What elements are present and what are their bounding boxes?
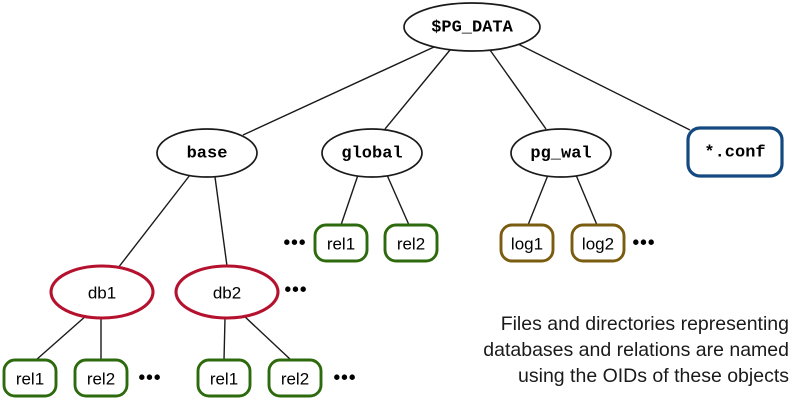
ellipsis-databases: ••• (285, 280, 308, 301)
node-root[interactable]: $PG_DATA (403, 2, 541, 52)
node-db1-rel1[interactable]: rel1 (2, 358, 58, 398)
node-db2[interactable]: db2 (174, 264, 280, 320)
node-base-label: base (187, 145, 228, 164)
node-pg-wal-label: pg_wal (530, 145, 591, 164)
node-global-rel2-label: rel2 (397, 235, 425, 254)
edge-pgwal-log1 (527, 174, 549, 226)
edge-db1-rel1 (35, 314, 88, 361)
ellipsis-db2-relations: ••• (334, 368, 357, 389)
node-pgwal-log1[interactable]: log1 (499, 223, 555, 263)
node-db2-rel1-label: rel1 (210, 370, 238, 389)
caption-line-2: databases and relations are named (483, 339, 789, 361)
edge-root-base (242, 46, 435, 136)
node-db2-rel2-label: rel2 (281, 370, 309, 389)
edge-db2-rel1 (223, 317, 226, 361)
node-conf-files-label: *.conf (704, 144, 765, 163)
node-db2-label: db2 (213, 284, 241, 303)
node-global-rel2-shape[interactable] (383, 223, 439, 263)
edge-global-rel2 (386, 174, 410, 226)
node-root-label: $PG_DATA (431, 19, 513, 38)
node-db1-shape[interactable] (49, 264, 155, 320)
node-global-rel1[interactable]: rel1 (313, 223, 369, 263)
node-db1-rel2[interactable]: rel2 (73, 358, 129, 398)
edge-base-db2 (214, 176, 228, 267)
node-global-rel1-label: rel1 (327, 235, 355, 254)
ellipsis-db1-relations: ••• (139, 368, 162, 389)
caption-line-1: Files and directories representing (501, 313, 789, 335)
node-pg-wal[interactable]: pg_wal (510, 128, 612, 178)
edge-group (35, 43, 691, 361)
edge-root-pgwal (489, 49, 547, 130)
edge-base-db1 (117, 174, 191, 269)
node-pgwal-log2-label: log2 (582, 235, 614, 254)
caption-block: Files and directories representing datab… (483, 313, 789, 387)
node-global[interactable]: global (321, 128, 423, 178)
node-pgwal-log1-label: log1 (511, 235, 543, 254)
node-db1-rel1-label: rel1 (16, 370, 44, 389)
node-db2-shape[interactable] (174, 264, 280, 320)
node-pg-wal-shape[interactable] (510, 128, 612, 178)
edge-root-global (384, 49, 451, 130)
node-db1-rel2-shape[interactable] (73, 358, 129, 398)
node-global-shape[interactable] (321, 128, 423, 178)
node-db2-rel1-shape[interactable] (196, 358, 252, 398)
node-db2-rel1[interactable]: rel1 (196, 358, 252, 398)
node-db2-rel2[interactable]: rel2 (267, 358, 323, 398)
node-db1-rel1-shape[interactable] (2, 358, 58, 398)
node-base[interactable]: base (156, 128, 258, 178)
node-global-rel2[interactable]: rel2 (383, 223, 439, 263)
node-pgwal-log2-shape[interactable] (570, 223, 626, 263)
edge-pgwal-log2 (575, 174, 598, 226)
node-pgwal-log2[interactable]: log2 (570, 223, 626, 263)
node-base-shape[interactable] (156, 128, 258, 178)
caption-line-3: using the OIDs of these objects (518, 365, 789, 387)
node-pgwal-log1-shape[interactable] (499, 223, 555, 263)
node-global-rel1-shape[interactable] (313, 223, 369, 263)
node-root-shape[interactable] (403, 2, 541, 52)
edge-db2-rel2 (242, 314, 292, 361)
edge-global-rel1 (340, 174, 359, 226)
node-global-label: global (341, 145, 402, 164)
node-conf-files-shape[interactable] (686, 126, 784, 178)
node-db1-rel2-label: rel2 (87, 370, 115, 389)
ellipsis-global-relations: ••• (284, 233, 307, 254)
ellipsis-pgwal-logs: ••• (633, 233, 656, 254)
edge-root-conf (517, 43, 691, 131)
node-conf-files[interactable]: *.conf (686, 126, 784, 178)
node-db2-rel2-shape[interactable] (267, 358, 323, 398)
node-db1[interactable]: db1 (49, 264, 155, 320)
node-db1-label: db1 (88, 284, 116, 303)
